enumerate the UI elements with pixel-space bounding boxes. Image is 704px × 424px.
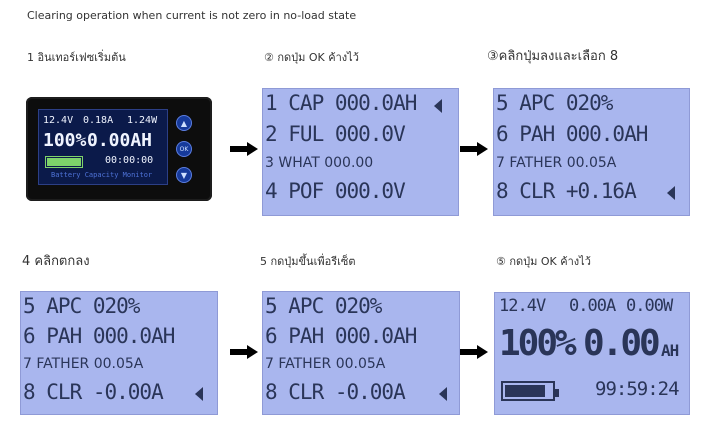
device-percent: 100% xyxy=(43,130,87,151)
device-up-button[interactable]: ▲ xyxy=(176,115,192,131)
device-screen: 12.4V 0.18A 1.24W 100% 0.00AH 00:00:00 B… xyxy=(38,109,168,185)
menu-row-pah: 6 PAH 000.0AH xyxy=(23,324,175,348)
arrow-right-icon xyxy=(460,142,488,156)
display-ah-unit: AH xyxy=(661,341,679,360)
caption-step-3: ③คลิกปุ่มลงและเลือก 8 xyxy=(487,49,619,64)
lcd-panel-step-3: 5 APC 020% 6 PAH 000.0AH 7 FATHER 00.05A… xyxy=(493,88,690,216)
selection-cursor-icon xyxy=(667,186,675,200)
menu-row-apc: 5 APC 020% xyxy=(496,91,613,115)
arrow-right-icon xyxy=(460,345,488,359)
battery-monitor-device: 12.4V 0.18A 1.24W 100% 0.00AH 00:00:00 B… xyxy=(26,97,212,201)
device-brand: Battery Capacity Monitor xyxy=(51,171,153,179)
device-amp: 0.18A xyxy=(83,115,114,126)
display-volt: 12.4V xyxy=(499,296,546,316)
display-percent: 100% xyxy=(499,323,577,364)
device-ok-button[interactable]: OK xyxy=(176,141,192,157)
display-time: 99:59:24 xyxy=(595,378,680,400)
display-amp: 0.00A xyxy=(569,296,616,316)
selection-cursor-icon xyxy=(434,99,442,113)
lcd-panel-step-2: 1 CAP 000.0AH 2 FUL 000.0V 3 WHAT 000.00… xyxy=(262,88,459,216)
display-ah-value: 0.00 xyxy=(583,323,661,364)
menu-row-clr: 8 CLR -0.00A xyxy=(23,380,164,404)
lcd-panel-step-4: 5 APC 020% 6 PAH 000.0AH 7 FATHER 00.05A… xyxy=(20,291,218,415)
lcd-panel-step-5: 5 APC 020% 6 PAH 000.0AH 7 FATHER 00.05A… xyxy=(262,291,460,415)
device-watt: 1.24W xyxy=(127,115,158,126)
device-time: 00:00:00 xyxy=(105,155,154,166)
arrow-right-icon xyxy=(230,345,258,359)
menu-row-pah: 6 PAH 000.0AH xyxy=(265,324,417,348)
device-volt: 12.4V xyxy=(43,115,74,126)
menu-row-clr: 8 CLR +0.16A xyxy=(496,179,637,203)
menu-row-pah: 6 PAH 000.0AH xyxy=(496,122,648,146)
caption-step-5: 5 กดปุ่มขึ้นเพื่อรีเซ็ต xyxy=(260,255,356,268)
caption-step-6: ⑤ กดปุ่ม OK ค้างไว้ xyxy=(496,255,591,268)
menu-row-pof: 4 POF 000.0V xyxy=(265,179,406,203)
menu-row-clr: 8 CLR -0.00A xyxy=(265,380,406,404)
menu-row-cap: 1 CAP 000.0AH xyxy=(265,91,417,115)
device-battery-icon xyxy=(45,156,83,168)
battery-icon xyxy=(501,381,559,401)
device-ah: 0.00AH xyxy=(87,130,153,151)
caption-step-2: ② กดปุ่ม OK ค้างไว้ xyxy=(264,51,359,64)
display-watt: 0.00W xyxy=(626,296,673,316)
arrow-right-icon xyxy=(230,142,258,156)
menu-row-father: 7 FATHER 00.05A xyxy=(496,155,617,171)
selection-cursor-icon xyxy=(195,387,203,401)
device-down-button[interactable]: ▼ xyxy=(176,167,192,183)
caption-step-4: 4 คลิกตกลง xyxy=(22,254,90,269)
menu-row-apc: 5 APC 020% xyxy=(23,294,140,318)
menu-row-father: 7 FATHER 00.05A xyxy=(23,356,144,372)
page-title: Clearing operation when current is not z… xyxy=(27,9,357,22)
lcd-panel-step-6: 12.4V 0.00A 0.00W 100% 0.00 AH 99:59:24 xyxy=(494,292,690,415)
selection-cursor-icon xyxy=(439,387,447,401)
caption-step-1: 1 อินเทอร์เฟซเริ่มต้น xyxy=(27,51,126,64)
menu-row-what: 3 WHAT 000.00 xyxy=(265,155,374,171)
menu-row-father: 7 FATHER 00.05A xyxy=(265,356,386,372)
menu-row-ful: 2 FUL 000.0V xyxy=(265,122,406,146)
menu-row-apc: 5 APC 020% xyxy=(265,294,382,318)
